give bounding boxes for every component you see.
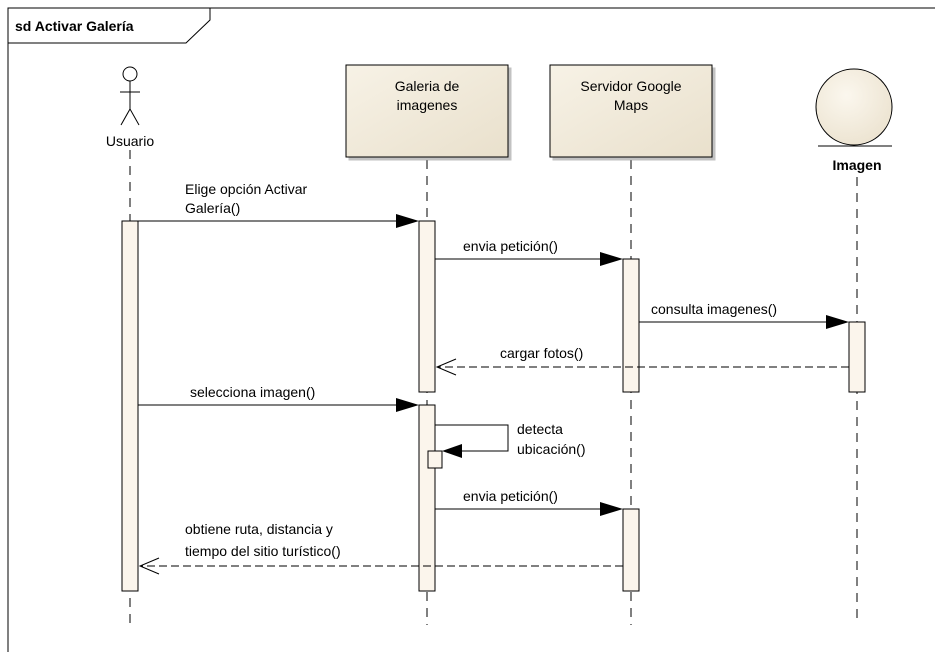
galeria-label-1: Galeria de [395,78,460,94]
message-label-2: ubicación() [517,441,585,457]
message-line [435,424,509,452]
activation-servidor-1 [622,258,640,393]
message-activar-galeria[interactable]: Elige opción Activar Galería() [138,181,419,228]
actor-icon [120,66,140,126]
lifeline-box-galeria[interactable]: Galeria de imagenes [345,64,509,158]
message-consulta-imagenes[interactable]: consulta imagenes() [639,301,849,329]
message-label: cargar fotos() [500,345,583,361]
actor-usuario[interactable]: Usuario [106,66,154,149]
frame-title: sd Activar Galería [15,18,134,34]
message-label-1: obtiene ruta, distancia y [185,521,333,537]
message-label-1: Elige opción Activar [185,181,308,197]
message-label: selecciona imagen() [190,384,315,400]
message-selecciona-imagen[interactable]: selecciona imagen() [138,384,419,412]
arrowhead-icon [396,214,419,228]
message-obtiene-ruta[interactable]: obtiene ruta, distancia y tiempo del sit… [138,521,623,575]
frame-border [7,7,935,652]
message-label: envia petición() [463,238,558,254]
message-cargar-fotos[interactable]: cargar fotos() [435,345,849,376]
arrowhead-icon [396,398,419,412]
message-label: envia petición() [463,488,558,504]
entity-imagen[interactable]: Imagen [815,68,893,173]
message-envia-peticion-1[interactable]: envia petición() [435,238,623,266]
activation-galeria-1 [418,220,436,393]
activation-self [427,450,443,469]
open-arrowhead-icon [435,358,457,376]
message-detecta-ubicacion[interactable]: detecta ubicación() [435,421,585,458]
arrowhead-icon [600,252,623,266]
frame: sd Activar Galería [7,7,935,652]
activation-servidor-2 [622,508,640,592]
message-label: consulta imagenes() [651,301,777,317]
arrowhead-icon [826,315,849,329]
actor-label: Usuario [106,133,154,149]
message-label-2: tiempo del sitio turístico() [185,543,341,559]
arrowhead-icon [442,444,462,458]
servidor-box [549,64,713,158]
servidor-label-1: Servidor Google [580,78,681,94]
galeria-box [345,64,509,158]
message-envia-peticion-2[interactable]: envia petición() [435,488,623,516]
open-arrowhead-icon [138,557,160,575]
arrowhead-icon [600,502,623,516]
servidor-label-2: Maps [614,97,648,113]
message-label-1: detecta [517,421,563,437]
lifeline-box-servidor[interactable]: Servidor Google Maps [549,64,713,158]
activation-usuario [121,220,139,592]
message-label-2: Galería() [185,200,240,216]
activations [121,220,866,592]
galeria-label-2: imagenes [397,97,458,113]
entity-circle [815,68,893,146]
activation-imagen [848,321,866,393]
frame-tab [7,7,211,44]
activation-galeria-2 [418,404,436,592]
entity-label: Imagen [832,157,881,173]
